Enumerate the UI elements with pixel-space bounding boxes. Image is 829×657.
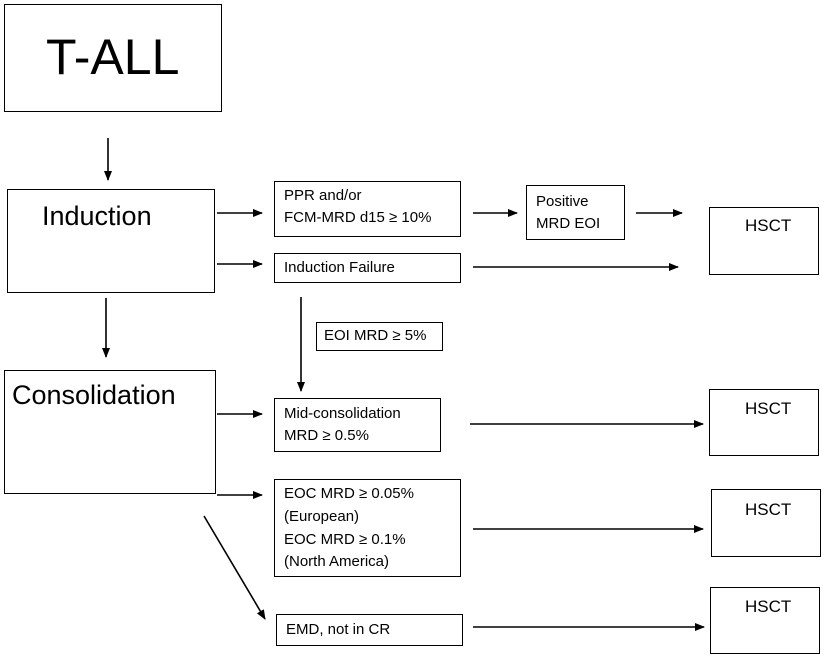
eoc-line2: (European) bbox=[284, 508, 360, 525]
eoi-mrd-label: EOI MRD ≥ 5% bbox=[324, 327, 427, 344]
hsct-label-4: HSCT bbox=[745, 597, 792, 616]
eoc-line3: EOC MRD ≥ 0.1% bbox=[284, 531, 406, 548]
positive-line2: MRD EOI bbox=[536, 215, 601, 232]
positive-line1: Positive bbox=[536, 193, 589, 210]
midcons-line1: Mid-consolidation bbox=[284, 405, 401, 422]
hsct-box-1 bbox=[709, 207, 819, 275]
consolidation-label: Consolidation bbox=[12, 380, 176, 410]
induction-box bbox=[7, 189, 215, 293]
emd-box bbox=[276, 614, 463, 646]
hsct-label-2: HSCT bbox=[745, 399, 792, 418]
ppr-line2: FCM-MRD d15 ≥ 10% bbox=[284, 209, 432, 226]
ppr-line1: PPR and/or bbox=[284, 187, 362, 204]
induction-failure-box bbox=[274, 253, 461, 283]
eoc-line4: (North America) bbox=[284, 553, 390, 570]
induction-failure-label: Induction Failure bbox=[284, 259, 395, 276]
midcons-box bbox=[274, 398, 441, 452]
midcons-line2: MRD ≥ 0.5% bbox=[284, 427, 369, 444]
eoc-line1: EOC MRD ≥ 0.05% bbox=[284, 485, 414, 502]
tall-label: T-ALL bbox=[46, 29, 180, 85]
hsct-box-3 bbox=[711, 489, 821, 557]
hsct-label-1: HSCT bbox=[745, 216, 792, 235]
consolidation-box bbox=[4, 370, 216, 494]
emd-label: EMD, not in CR bbox=[286, 621, 391, 638]
induction-label: Induction bbox=[42, 201, 152, 231]
hsct-box-4 bbox=[710, 587, 820, 654]
eoc-box bbox=[274, 479, 461, 577]
positive-mrd-box bbox=[526, 185, 625, 240]
ppr-box bbox=[274, 181, 461, 237]
tall-box bbox=[4, 4, 222, 112]
hsct-label-3: HSCT bbox=[745, 500, 792, 519]
hsct-box-2 bbox=[709, 389, 819, 456]
arrow-consolidation-to-emd bbox=[203, 515, 266, 620]
eoi-mrd-box bbox=[316, 322, 443, 351]
